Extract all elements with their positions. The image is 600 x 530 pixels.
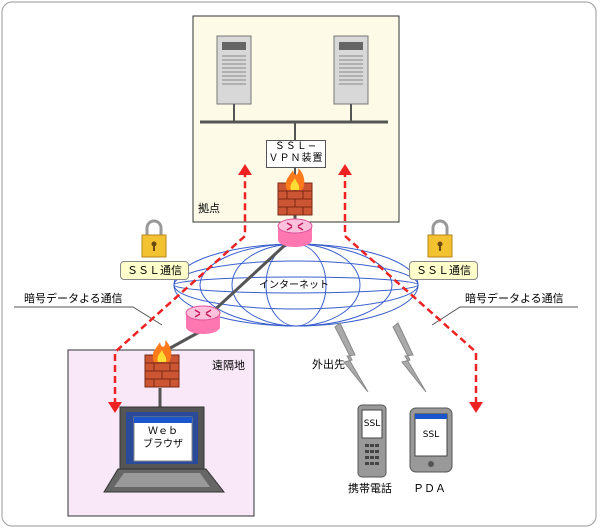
lock-icon-right [427, 219, 453, 258]
label-mobile-phone: 携帯電話 [348, 482, 392, 495]
server-icon-left [216, 35, 252, 105]
label-base: 拠点 [198, 202, 220, 215]
firewall-icon-remote [144, 340, 180, 388]
ssl-tag-left: ＳＳＬ通信 [120, 261, 189, 280]
label-pda: ＰＤＡ [413, 482, 446, 495]
server-icon-right [333, 35, 369, 105]
router-icon-base [277, 218, 313, 247]
mobile-phone-icon [357, 404, 387, 478]
phone-screen-text: SSL [363, 419, 381, 429]
signal-bolt-phone [334, 322, 369, 393]
callout-line-right [431, 306, 578, 326]
label-outside: 外出先 [312, 358, 345, 371]
label-remote: 遠隔地 [212, 359, 245, 372]
label-encrypted-right: 暗号データよる通信 [465, 292, 564, 305]
ssl-path-arrow-right [343, 170, 478, 405]
label-web-browser: Ｗｅｂ ブラウザ [143, 426, 183, 450]
label-internet: インターネット [259, 280, 329, 291]
signal-bolt-pda [392, 322, 427, 393]
firewall-icon-base [277, 168, 313, 216]
lock-icon-left [141, 219, 167, 258]
ssl-path-arrow-left [113, 170, 247, 405]
internet-link-line [206, 243, 287, 318]
router-icon-remote [185, 305, 221, 334]
pda-screen-text: SSL [422, 430, 440, 440]
ssl-tag-right: ＳＳＬ通信 [409, 261, 478, 280]
laptop-icon [103, 406, 226, 493]
label-encrypted-left: 暗号データよる通信 [24, 292, 123, 305]
ssl-vpn-device: ＳＳＬ− ＶＰＮ装置 [266, 140, 326, 168]
pda-icon [409, 407, 453, 473]
